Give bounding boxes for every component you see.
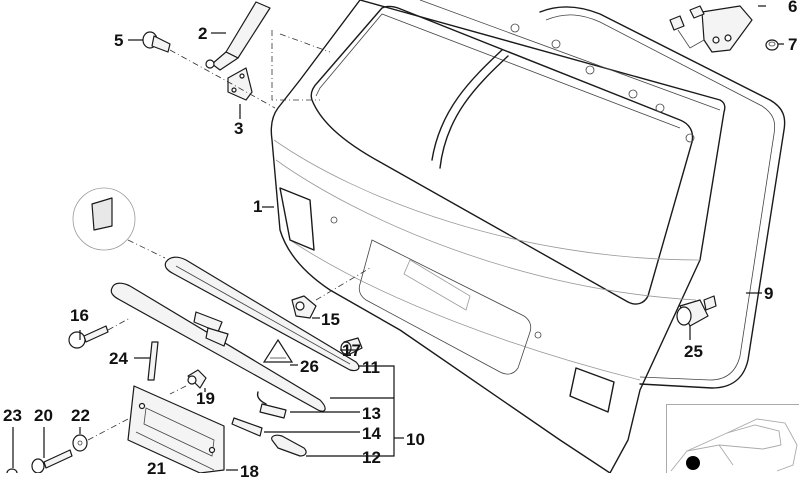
callout-10: 10: [406, 430, 425, 449]
leader-lines: [12, 5, 784, 471]
expanding-nut-19: [169, 369, 207, 395]
bolt-5: [142, 31, 171, 53]
strut-bracket-3: [227, 67, 253, 101]
warning-label-26: [262, 338, 294, 363]
callout-20: 20: [34, 406, 53, 425]
handle-strip: [110, 282, 326, 412]
callout-23: 23: [3, 406, 22, 425]
callout-22: 22: [71, 406, 90, 425]
callout-5: 5: [114, 31, 124, 50]
callout-11: 11: [362, 358, 380, 377]
lamp-cover-12: [271, 434, 307, 457]
callout-26: 26: [300, 357, 319, 376]
trim-strip-11: [164, 256, 360, 372]
license-plate-mount-21: [127, 385, 225, 473]
callout-21: 21: [147, 459, 166, 478]
callout-9: 9: [764, 284, 774, 303]
rivet-23: [6, 468, 18, 473]
callout-6: 6: [788, 0, 798, 16]
callout-19: 19: [196, 389, 215, 408]
buffer-stop-25: [676, 295, 717, 327]
callout-17: 17: [342, 341, 361, 360]
tailgate-panel-1: [270, 0, 726, 473]
clip-nut-15: [291, 267, 371, 319]
switch-13: [256, 391, 287, 419]
callout-18: 18: [240, 462, 259, 481]
gas-strut-2: [205, 1, 271, 71]
seal-9: [539, 6, 786, 389]
cover-cap-14: [231, 417, 263, 437]
screw-16: [68, 317, 131, 349]
washer-22: [72, 417, 131, 452]
callout-25: 25: [684, 342, 703, 361]
callout-1: 1: [253, 197, 263, 216]
callout-24: 24: [109, 349, 128, 368]
detail-circle: [72, 187, 166, 259]
car-outline-icon: [670, 418, 798, 472]
vehicle-location-inset: [666, 404, 799, 473]
nut-7: [765, 39, 779, 51]
callout-3: 3: [234, 119, 244, 138]
screw-20: [31, 449, 73, 473]
pin-24: [147, 341, 159, 381]
hinge-6: [669, 5, 753, 53]
rear-marker-dot: [686, 456, 700, 470]
callout-7: 7: [788, 35, 798, 54]
callout-13: 13: [362, 404, 381, 423]
callout-14: 14: [362, 424, 381, 443]
callout-12: 12: [362, 448, 381, 467]
callout-2: 2: [198, 24, 208, 43]
callout-15: 15: [321, 310, 340, 329]
callout-16: 16: [70, 306, 89, 325]
